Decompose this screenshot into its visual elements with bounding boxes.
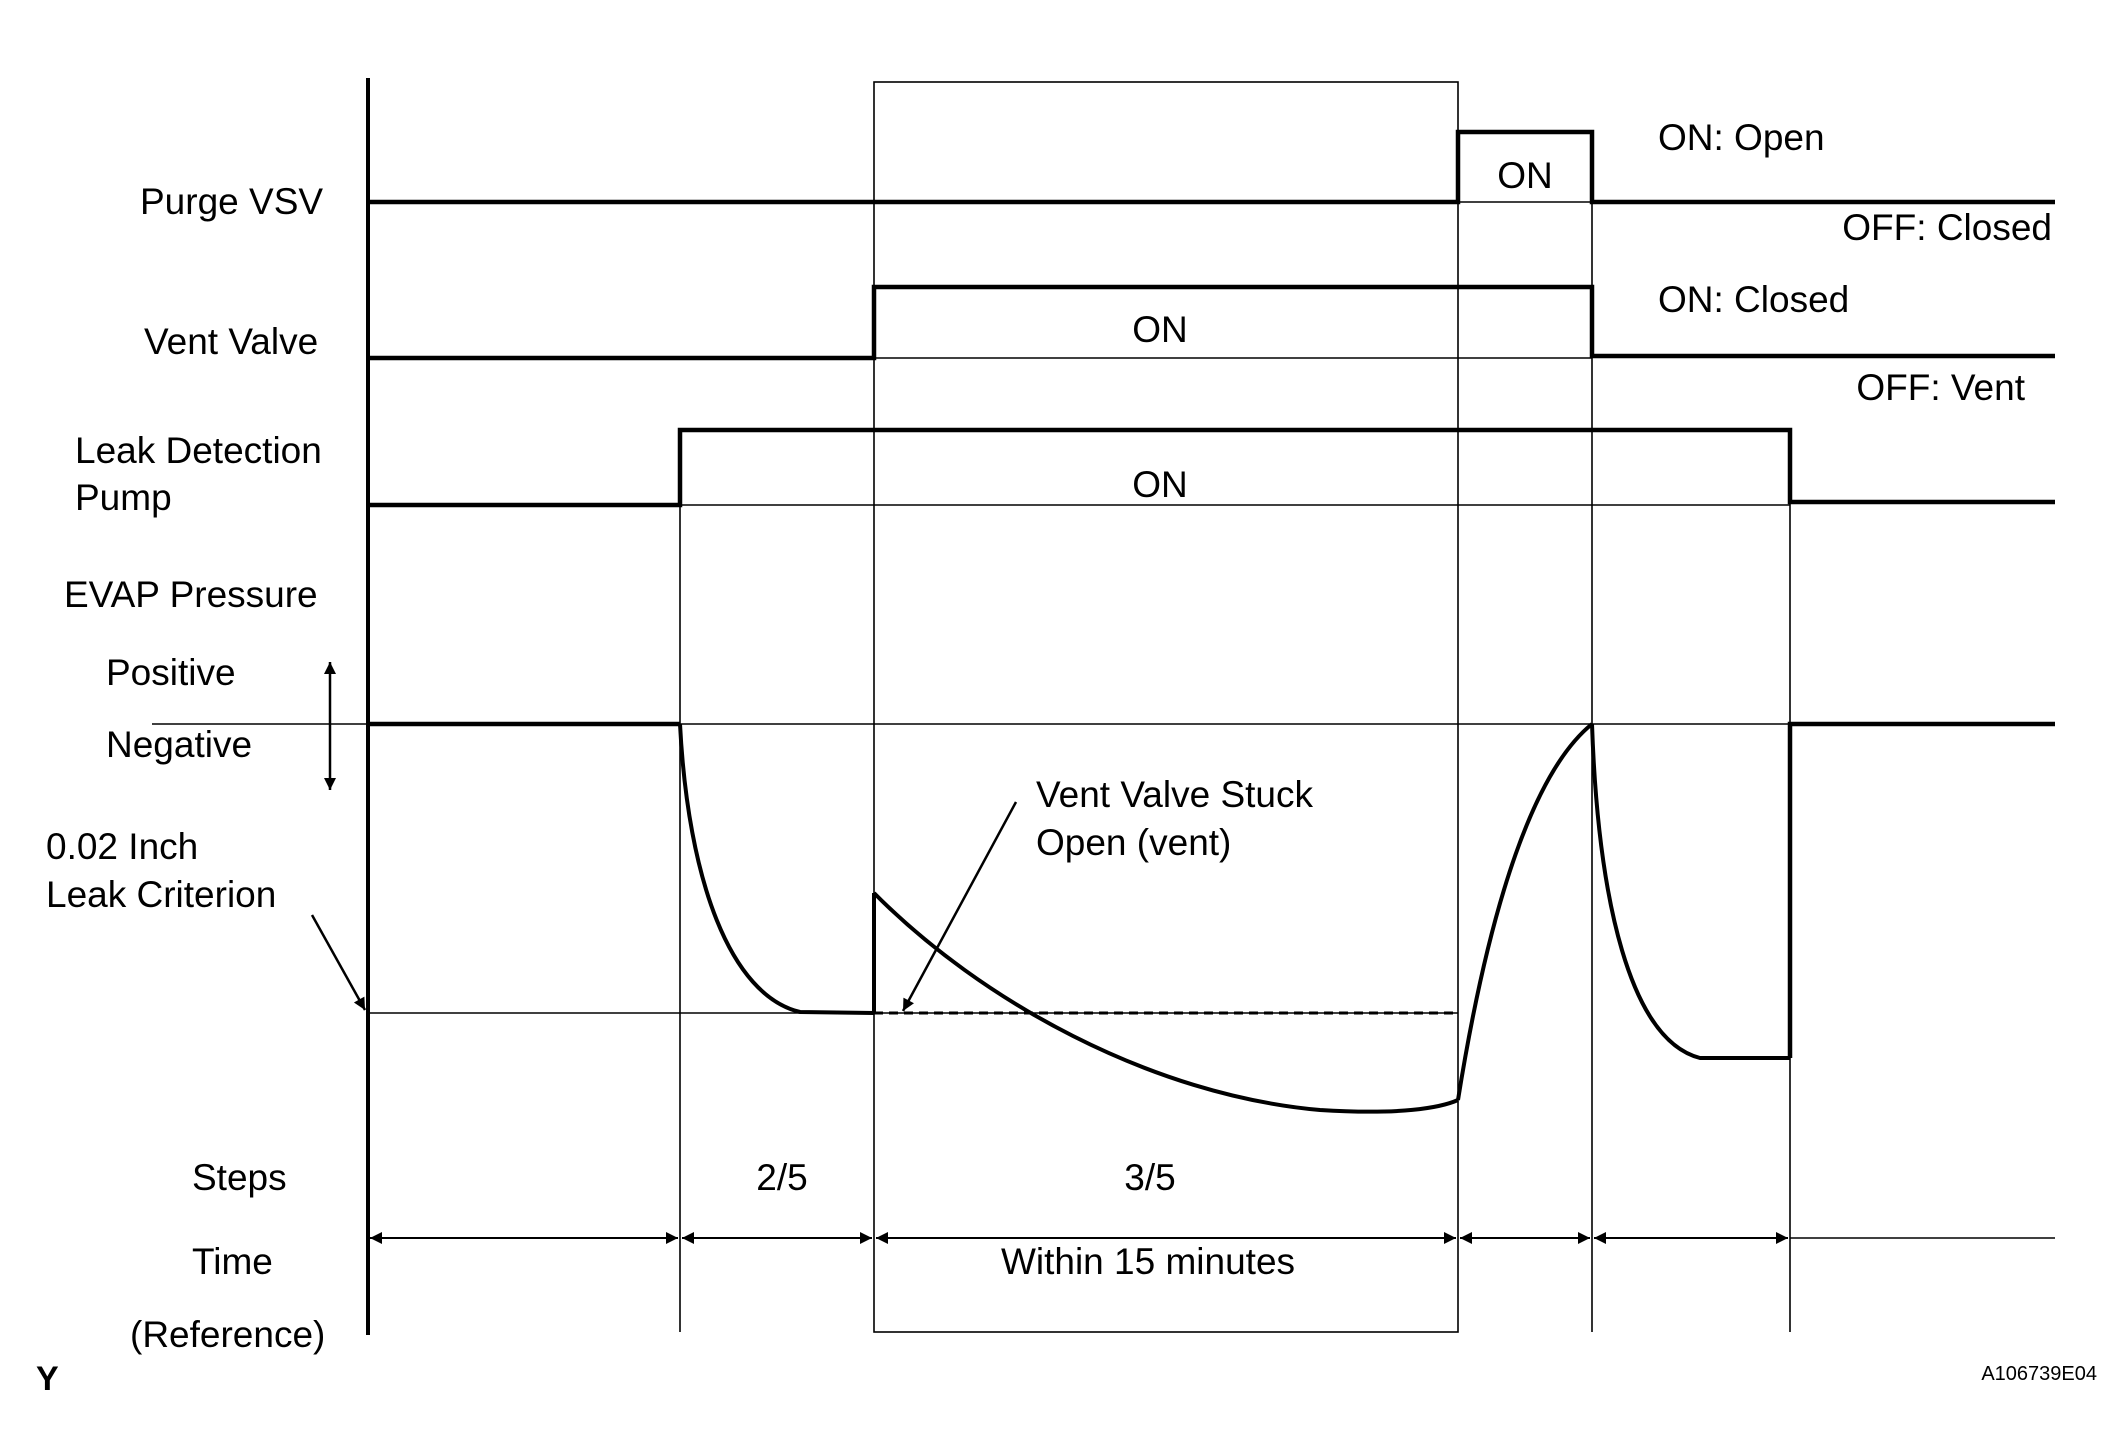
- evap-label: EVAP Pressure: [64, 574, 318, 615]
- purge-vsv-signal: [368, 129, 2055, 205]
- corner-mark: Y: [36, 1360, 59, 1398]
- criterion-pointer-arrow: [310, 914, 367, 1011]
- purge-vsv-on-text: ON: [1497, 155, 1553, 196]
- criterion-label-line2: Leak Criterion: [46, 874, 276, 915]
- evap-positive-label: Positive: [106, 652, 236, 693]
- stuck-open-label-line2: Open (vent): [1036, 822, 1231, 863]
- pressure-pumpdown-curve: [678, 723, 875, 1015]
- step-2-label: 2/5: [756, 1157, 807, 1198]
- vent-valve-state-on: ON: Closed: [1658, 279, 1849, 320]
- evap-negative-label: Negative: [106, 724, 252, 765]
- time-label: Time: [192, 1241, 273, 1282]
- step3-box: [873, 81, 1459, 1333]
- figure-code: A106739E04: [1981, 1363, 2097, 1385]
- criterion-label-line1: 0.02 Inch: [46, 826, 198, 867]
- pump-on-text: ON: [1132, 464, 1188, 505]
- pressure-decay-curve: [872, 891, 1459, 1114]
- pump-label-line2: Pump: [75, 477, 172, 518]
- purge-vsv-state-on: ON: Open: [1658, 117, 1825, 158]
- steps-label: Steps: [192, 1157, 287, 1198]
- time-within-label: Within 15 minutes: [1001, 1241, 1295, 1282]
- pump-signal: [368, 427, 2055, 508]
- stuck-open-pointer-arrow: [901, 801, 1018, 1012]
- stuck-open-label-line1: Vent Valve Stuck: [1036, 774, 1313, 815]
- vent-valve-signal: [368, 284, 2055, 361]
- pressure-recovery-curve: [1456, 722, 1594, 1101]
- pressure-second-pumpdown: [1590, 723, 1790, 1060]
- purge-vsv-label: Purge VSV: [140, 181, 323, 222]
- step-3-label: 3/5: [1124, 1157, 1175, 1198]
- time-label-reference: (Reference): [130, 1314, 325, 1355]
- pump-label-line1: Leak Detection: [75, 430, 322, 471]
- vent-valve-state-off: OFF: Vent: [1856, 367, 2025, 408]
- vent-valve-on-text: ON: [1132, 309, 1188, 350]
- vent-valve-label: Vent Valve: [144, 321, 318, 362]
- pressure-final-segment: [1787, 721, 2055, 1058]
- purge-vsv-state-off: OFF: Closed: [1842, 207, 2052, 248]
